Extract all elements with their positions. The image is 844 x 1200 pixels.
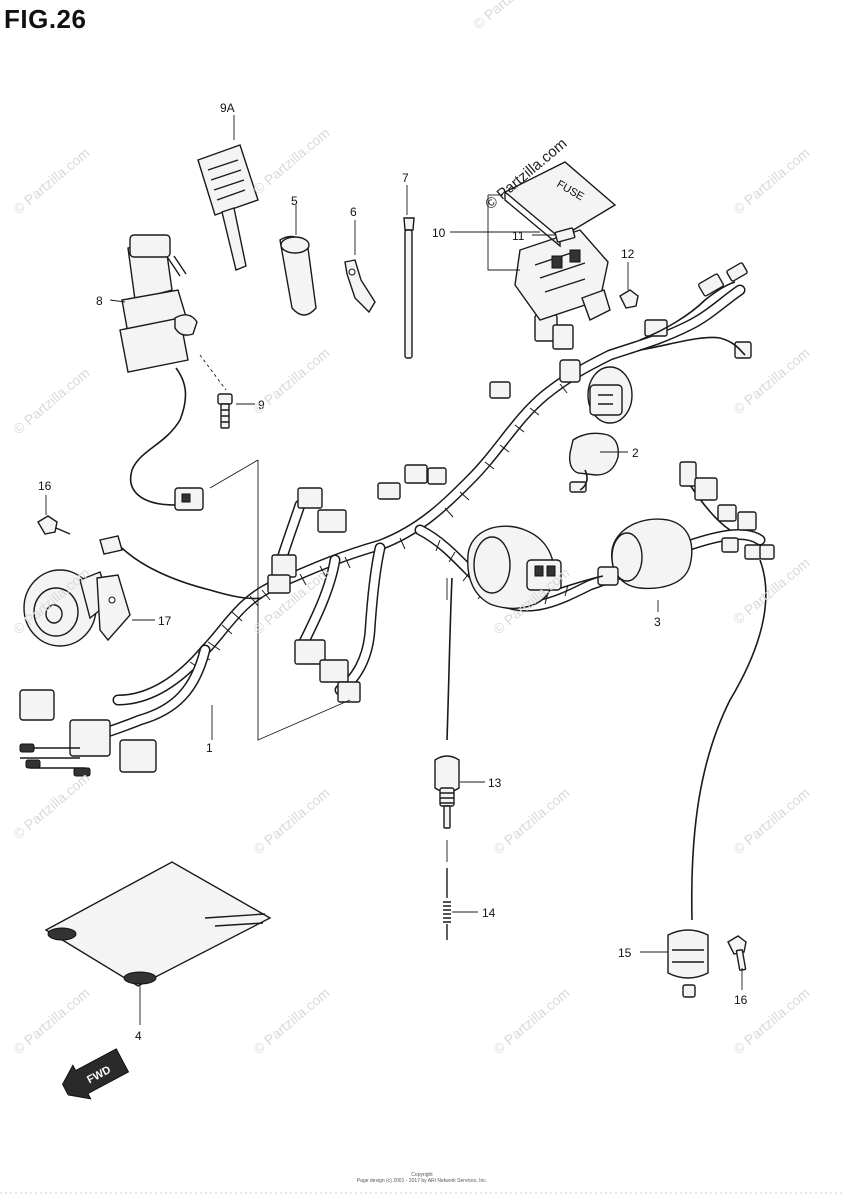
callout-10: 10	[432, 226, 446, 240]
part-horn[interactable]	[23, 569, 111, 647]
part-12-bolt[interactable]	[619, 289, 639, 309]
callout-11: 11	[512, 229, 525, 243]
part-10-fuse-box[interactable]	[514, 229, 611, 321]
part-9-screw[interactable]	[199, 354, 233, 429]
part-14-washer[interactable]	[443, 840, 451, 940]
part-7-cable-tie[interactable]	[403, 217, 415, 359]
part-9a-key[interactable]	[197, 144, 259, 271]
callout-17: 17	[158, 614, 172, 628]
part-17-horn-bracket[interactable]	[96, 535, 263, 642]
part-3-ignition-coil[interactable]	[554, 518, 693, 591]
callout-8: 8	[96, 294, 103, 308]
callout-14: 14	[482, 906, 496, 920]
callout-12: 12	[621, 247, 635, 261]
fwd-arrow: FWD	[62, 1048, 130, 1100]
callout-5: 5	[291, 194, 298, 208]
footer-copyright: Copyright	[411, 1172, 433, 1178]
part-16-bolt-upper[interactable]	[37, 515, 71, 535]
part-5-boot[interactable]	[279, 235, 317, 316]
callout-16-upper: 16	[38, 479, 52, 493]
callout-4: 4	[135, 1029, 142, 1043]
part-4-wiring-diagram-sheet[interactable]	[44, 861, 272, 987]
part-16-bolt-lower[interactable]	[727, 935, 747, 971]
part-15-switch[interactable]	[667, 559, 767, 998]
callout-16-lower: 16	[734, 993, 748, 1007]
callout-2: 2	[632, 446, 639, 460]
callout-9: 9	[258, 398, 265, 412]
footer-page-design: Page design (c) 2001 - 2017 by ARI Netwo…	[356, 1178, 488, 1184]
footer: Copyright Page design (c) 2001 - 2017 by…	[0, 1172, 844, 1184]
callout-labels: 1 2 3 4 5 6 7 8 9 9A 10 11 12 13 14 15 1…	[38, 101, 748, 1043]
part-6-clamp[interactable]	[344, 259, 376, 314]
harness-connectors	[19, 262, 775, 777]
part-11-fuse[interactable]	[554, 227, 576, 243]
leader-lines	[45, 115, 743, 1025]
callout-1: 1	[206, 741, 213, 755]
callout-7: 7	[402, 171, 409, 185]
main-wiring-harness[interactable]	[74, 284, 766, 746]
part-8-ignition-switch[interactable]	[119, 234, 204, 511]
callout-13: 13	[488, 776, 502, 790]
regulator-unit	[559, 359, 633, 424]
part-13-sensor[interactable]	[434, 577, 460, 829]
part-2-connector[interactable]	[568, 432, 619, 493]
figure-title: FIG.26	[4, 4, 87, 34]
callout-3: 3	[654, 615, 661, 629]
callout-15: 15	[618, 946, 632, 960]
callout-6: 6	[350, 205, 357, 219]
ignition-coil-center	[467, 525, 562, 610]
callout-9a: 9A	[220, 101, 235, 115]
